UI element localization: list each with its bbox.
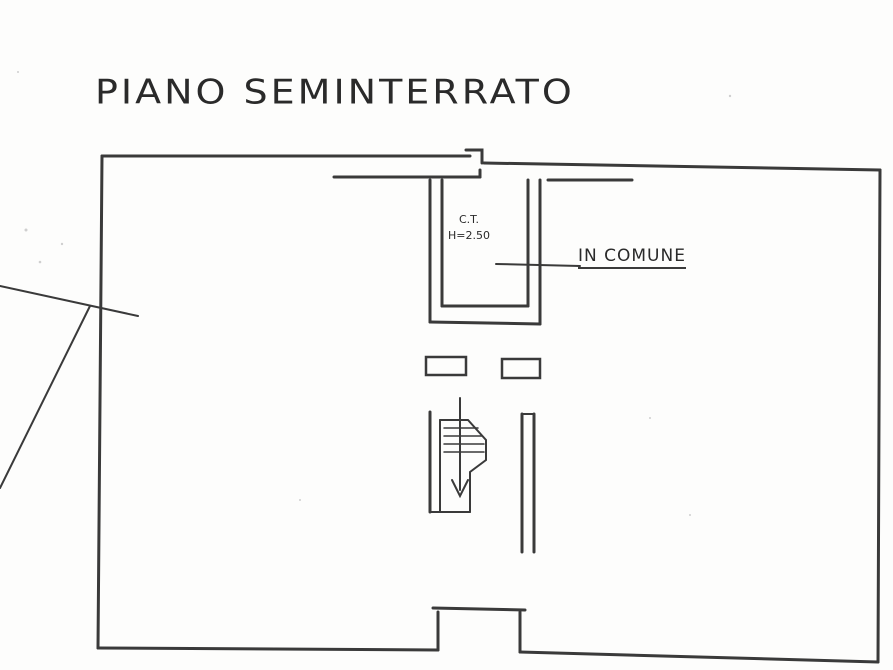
top-notch: [464, 148, 484, 165]
room-wall-bottom-outer: [428, 320, 542, 326]
outer-wall-bottom-right: [518, 650, 880, 664]
outer-wall-left: [96, 154, 104, 650]
outer-wall-bottom-left: [96, 646, 440, 652]
room-label: C.T. H=2.50: [448, 212, 490, 244]
note-leader-line: [495, 263, 581, 267]
stair-arrow-head: [451, 479, 469, 499]
room-name: C.T.: [458, 213, 480, 226]
scan-noise: [17, 71, 732, 516]
entrance-head: [431, 606, 527, 612]
room-height: H=2.50: [448, 229, 490, 242]
exterior-line-horizontal: [0, 285, 139, 317]
shared-area-note: IN COMUNE: [578, 246, 686, 269]
plan-title: PIANO SEMINTERRATO: [95, 72, 575, 112]
exterior-line-diagonal: [0, 305, 91, 489]
pillar-left: [424, 355, 468, 377]
outer-wall-top-right: [482, 161, 882, 172]
stair-outline: [439, 419, 487, 513]
pillar-right: [500, 357, 542, 380]
outer-wall-right: [876, 168, 882, 664]
